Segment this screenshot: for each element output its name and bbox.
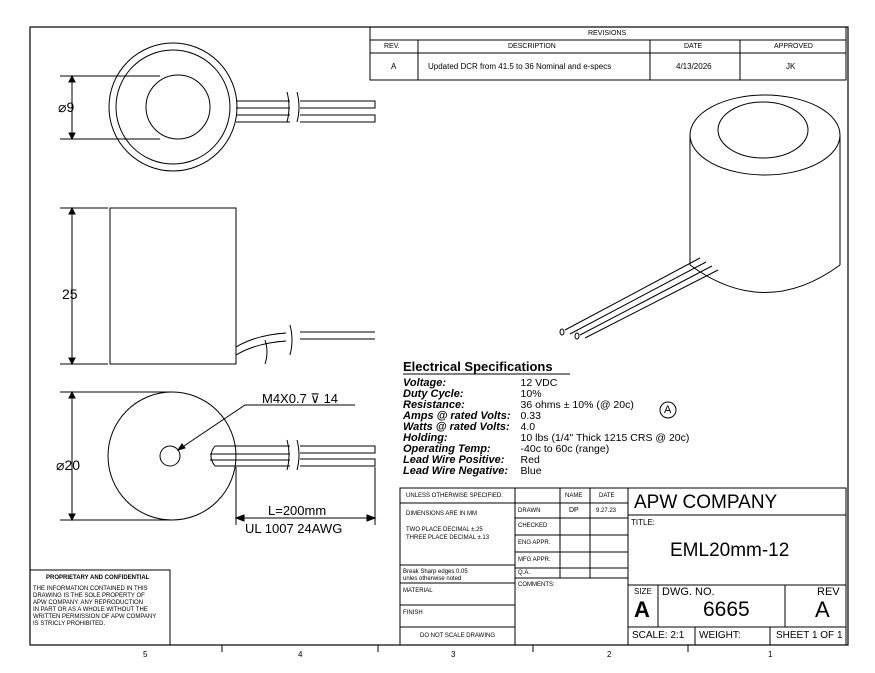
proprietary-box — [29, 569, 171, 646]
approved-header: APPROVED — [774, 43, 813, 50]
description-header: DESCRIPTION — [508, 43, 556, 50]
tb-dims-mm: DIMENSIONS ARE IN MM — [406, 511, 478, 517]
tb-weight: WEIGHT: — [699, 630, 741, 641]
dim-outer-dia: ⌀20 — [56, 457, 81, 473]
tb-comments: COMMENTS: — [518, 582, 555, 588]
revision-approved: JK — [786, 62, 796, 71]
spec-value: 10% — [520, 388, 542, 400]
spec-value: Blue — [520, 465, 542, 477]
zone-label: 3 — [451, 650, 456, 659]
spec-label: Duty Cycle: — [403, 388, 464, 400]
zone-label: 4 — [298, 650, 303, 659]
rev-header: REV. — [384, 43, 400, 50]
zone-ticks — [221, 645, 689, 652]
tb-rev-label: REV — [817, 586, 840, 598]
proprietary-line: DRAWING IS THE SOLE PROPERTY OF — [33, 593, 145, 599]
spec-label: Lead Wire Positive: — [403, 454, 505, 466]
zone-label: 5 — [143, 650, 148, 659]
tb-date-header: DATE — [599, 493, 615, 499]
spec-value: 10 lbs (1/4" Thick 1215 CRS @ 20c) — [520, 432, 690, 444]
tb-size-label: SIZE — [634, 587, 652, 596]
spec-value: -40c to 60c (range) — [520, 443, 610, 455]
spec-value: Red — [520, 454, 540, 466]
tb-drawn: DRAWN — [518, 508, 541, 514]
tb-dwg-label: DWG. NO. — [662, 586, 715, 598]
tb-rev: A — [815, 597, 830, 622]
date-header: DATE — [684, 43, 703, 50]
tb-title-label: TITLE: — [631, 518, 656, 527]
tb-break-edges: Break Sharp edges 0.05 — [403, 569, 468, 575]
proprietary-title: PROPRIETARY AND CONFIDENTIAL — [46, 575, 150, 581]
spec-value: 36 ohms ± 10% (@ 20c) — [520, 399, 634, 411]
dim-thread: M4X0.7 ⊽ 14 — [262, 391, 339, 406]
title-block-lines — [399, 487, 847, 646]
tb-drawn-name: DP — [569, 507, 579, 514]
tb-three-place: THREE PLACE DECIMAL ±.13 — [406, 535, 490, 541]
rev-marker: A — [664, 404, 672, 416]
tb-company: APW COMPANY — [634, 492, 778, 513]
spec-label: Voltage: — [403, 377, 446, 389]
revision-date: 4/13/2026 — [676, 62, 712, 71]
side-view — [60, 206, 375, 366]
tb-two-place: TWO PLACE DECIMAL ±.25 — [406, 527, 483, 533]
tb-scale: SCALE: 2:1 — [632, 630, 685, 641]
dim-lead-wire: UL 1007 24AWG — [245, 521, 343, 536]
tb-unless: UNLESS OTHERWISE SPECIFIED: — [406, 493, 503, 499]
tb-mfg: MFG APPR. — [518, 557, 551, 563]
proprietary-line: IS STRICLY PROHIBITED. — [33, 621, 106, 627]
spec-label: Lead Wire Negative: — [403, 465, 509, 477]
zone-label: 1 — [768, 650, 773, 659]
spec-value: 12 VDC — [520, 377, 558, 389]
dim-inner-dia: ⌀9 — [58, 99, 75, 115]
tb-no-scale: DO NOT SCALE DRAWING — [420, 633, 496, 639]
bottom-view — [60, 390, 377, 525]
revision-rev: A — [391, 62, 397, 71]
spec-label: Resistance: — [403, 399, 465, 411]
tb-checked: CHECKED — [518, 523, 548, 529]
iso-view — [559, 94, 841, 340]
tb-unless-noted: unles otherwise noted — [403, 576, 462, 582]
top-view — [60, 42, 376, 172]
tb-name-header: NAME — [565, 493, 583, 499]
spec-label: Watts @ rated Volts: — [403, 421, 510, 433]
specs-title: Electrical Specifications — [403, 359, 553, 374]
revision-description: Updated DCR from 41.5 to 36 Nominal and … — [428, 62, 612, 71]
proprietary-line: WRITTEN PERMISSION OF APW COMPANY — [33, 614, 157, 620]
spec-label: Holding: — [403, 432, 448, 444]
tb-material: MATERIAL — [403, 588, 433, 594]
tb-size: A — [634, 597, 650, 622]
tb-finish: FINISH — [403, 610, 423, 616]
revisions-title: REVISIONS — [588, 30, 627, 37]
proprietary-line: IN PART OR AS A WHOLE WITHOUT THE — [33, 607, 148, 613]
dim-length: 25 — [62, 286, 78, 302]
revisions-table-lines — [369, 26, 847, 81]
tb-eng: ENG APPR. — [518, 540, 551, 546]
proprietary-line: APW COMPANY. ANY REPRODUCTION — [33, 600, 144, 606]
proprietary-line: THE INFORMATION CONTAINED IN THIS — [33, 586, 148, 592]
spec-value: 0.33 — [520, 410, 541, 422]
tb-sheet: SHEET 1 OF 1 — [776, 630, 843, 641]
spec-value: 4.0 — [520, 421, 536, 433]
tb-dwg-no: 6665 — [703, 598, 750, 621]
rev-marker-circle — [659, 401, 677, 419]
dim-lead-length: L=200mm — [268, 503, 327, 518]
tb-title: EML20mm-12 — [670, 540, 790, 561]
zone-label: 2 — [607, 650, 612, 659]
specs-list: Voltage: 12 VDC Duty Cycle: 10% Resistance… — [403, 378, 689, 477]
tb-qa: Q.A. — [518, 570, 531, 576]
spec-label: Amps @ rated Volts: — [403, 410, 511, 422]
tb-drawn-date: 9.27.23 — [596, 508, 617, 514]
spec-label: Operating Temp: — [403, 443, 491, 455]
